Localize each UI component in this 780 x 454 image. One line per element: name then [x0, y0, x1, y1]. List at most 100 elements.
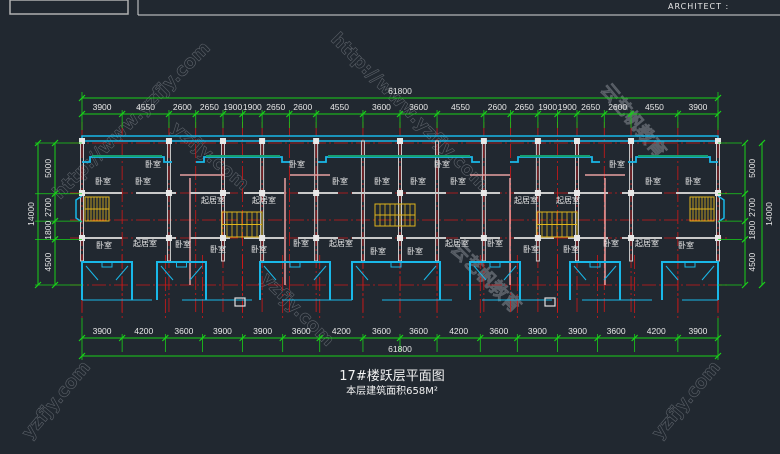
column [234, 297, 246, 307]
room-label: 起居室 [514, 195, 538, 205]
bay-window-west [75, 195, 83, 223]
room-label: 卧室 [175, 239, 191, 249]
dimension-tick [741, 235, 749, 243]
drawing-title: 17#楼跃层平面图 [339, 369, 444, 384]
balcony-notch [589, 261, 601, 268]
dimension-label: 2650 [200, 102, 219, 112]
balcony [661, 261, 719, 300]
balcony-notch [289, 261, 301, 268]
room-label: 卧室 [450, 176, 466, 186]
room-label: 卧室 [645, 176, 661, 186]
bay-window-east [717, 195, 725, 223]
title-block-frame [9, 0, 129, 15]
staircase [374, 203, 416, 227]
room-label: 起居室 [201, 195, 225, 205]
dimension-label: 4200 [134, 326, 153, 336]
balcony-rail [313, 265, 327, 281]
room-label: 起居室 [635, 238, 659, 248]
dimension-tick [741, 281, 749, 289]
floor-plan [75, 135, 725, 307]
room-label: 卧室 [523, 244, 539, 254]
architect-label: ARCHITECT : [668, 2, 729, 11]
column [534, 138, 541, 144]
room-label: 卧室 [374, 176, 390, 186]
dimension-label: 2650 [581, 102, 600, 112]
dimension-label: 1900 [538, 102, 557, 112]
room-label: 卧室 [678, 240, 694, 250]
room-label: 卧室 [370, 246, 386, 256]
balcony [81, 261, 133, 300]
room-label: 起居室 [556, 195, 580, 205]
room-label: 卧室 [685, 176, 701, 186]
balcony-rail [473, 265, 487, 281]
room-label: 起居室 [329, 238, 353, 248]
balcony-notch [101, 261, 113, 268]
balcony-rail [573, 265, 587, 281]
column [397, 138, 403, 144]
column [628, 235, 635, 241]
balcony-rail [701, 265, 715, 281]
column [313, 235, 320, 241]
dimension-label: 2650 [515, 102, 534, 112]
dimension-tick [741, 217, 749, 225]
balcony-wall [156, 261, 207, 300]
dimension-label: 3900 [568, 326, 587, 336]
balcony-rail [263, 265, 277, 281]
balcony [569, 261, 621, 300]
room-label: 起居室 [133, 238, 157, 248]
balcony [351, 261, 441, 300]
balcony-wall [661, 261, 719, 300]
room-label: 卧室 [434, 159, 450, 169]
room-label: 卧室 [487, 238, 503, 248]
dimension-label: 2600 [488, 102, 507, 112]
watermark: yzfjy.com [648, 357, 725, 443]
dimension-label: 3900 [528, 326, 547, 336]
dimension-label: 1900 [223, 102, 242, 112]
dimension-tick [758, 281, 766, 289]
dimension-label: 3900 [213, 326, 232, 336]
balcony-rail [115, 265, 129, 281]
dimension-label: 3600 [409, 326, 428, 336]
column [219, 138, 226, 144]
room-label: 卧室 [293, 238, 309, 248]
dimension-label: 4500 [43, 252, 53, 271]
column [313, 138, 320, 144]
column [544, 297, 556, 307]
column [397, 190, 403, 196]
room-label: 起居室 [445, 238, 469, 248]
column [480, 235, 487, 241]
column [574, 235, 581, 241]
column [259, 190, 266, 196]
balcony-rail [85, 265, 99, 281]
watermark: yzfjy.com [18, 357, 95, 443]
balcony-wall [569, 261, 621, 300]
balcony [469, 261, 521, 300]
floor-area: 本层建筑面积658M² [346, 384, 438, 397]
dimension-label: 3600 [409, 102, 428, 112]
dimension-label: 3600 [372, 102, 391, 112]
dimension-label: 3600 [607, 326, 626, 336]
dimension-label: 2600 [293, 102, 312, 112]
column [165, 190, 172, 196]
balcony [259, 261, 331, 300]
dimension-label: 3900 [93, 102, 112, 112]
room-label: 卧室 [95, 176, 111, 186]
dimension-label: 3900 [93, 326, 112, 336]
room-labels: 卧室卧室卧室卧室卧室卧室卧室卧室卧室卧室卧室卧室起居室起居室起居室起居室卧室起居… [95, 159, 701, 256]
dimension-label: 4200 [332, 326, 351, 336]
column [259, 138, 266, 144]
dimension-label: 4550 [330, 102, 349, 112]
window-bay [510, 156, 600, 163]
dimension-tick [758, 139, 766, 147]
room-label: 卧室 [407, 246, 423, 256]
room-label: 卧室 [563, 244, 579, 254]
column [79, 138, 85, 144]
column [219, 190, 226, 196]
balcony-rail [503, 265, 517, 281]
balcony-rail [160, 265, 174, 281]
column [534, 235, 541, 241]
dimension-label: 2700 [747, 198, 757, 217]
staircase [536, 211, 578, 238]
